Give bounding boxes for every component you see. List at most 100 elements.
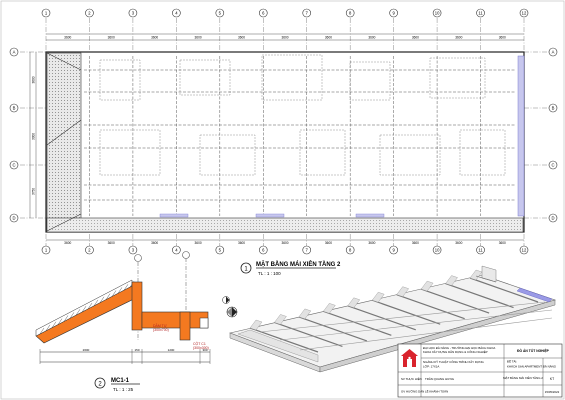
grid-bubble-label: 4	[175, 11, 178, 16]
roof-gutter-right	[517, 55, 525, 217]
building-outline	[45, 51, 525, 233]
grid-bubble-bottom	[172, 245, 181, 255]
roof-tile	[105, 293, 111, 300]
room-box	[179, 59, 231, 96]
iso-block	[445, 275, 458, 286]
grid-bubble-label: 1	[45, 248, 48, 253]
dim-text-side: 3750	[32, 188, 36, 195]
roof-tile	[111, 290, 117, 297]
iso-longitudinal-beam	[299, 317, 553, 351]
beam-highlight	[255, 213, 285, 218]
dim-text-bottom: 3600	[368, 241, 375, 245]
section-label: CỘT C1	[193, 341, 206, 346]
grid-bubble-label: 6	[262, 11, 265, 16]
grid-bubble-label: 8	[349, 248, 352, 253]
grid-bubble-top	[258, 8, 268, 18]
roof-tile	[93, 299, 99, 307]
room-box	[379, 134, 441, 176]
grid-bubble-bottom	[85, 245, 94, 255]
grid-bubble-top	[41, 8, 51, 18]
roof-tile	[99, 296, 105, 303]
grid-bubble-label: 11	[478, 11, 483, 16]
dim-text-side: 3600	[32, 76, 36, 83]
column-ridge	[131, 281, 143, 331]
sloped-slab	[35, 285, 141, 344]
grid-bubble-label: 11	[478, 248, 483, 253]
dim-text-bottom: 3600	[325, 241, 332, 245]
dim-text-top: 3600	[195, 36, 202, 40]
iso-block	[274, 314, 287, 325]
section-dim-text: 2600	[83, 348, 90, 352]
grid-bubble-right	[548, 160, 558, 170]
grid-bubble-bottom	[258, 245, 268, 255]
section-title-number: 2	[98, 382, 102, 388]
grid-bubble-bottom	[302, 245, 312, 255]
grid-bubble-bottom	[432, 245, 442, 255]
grid-bubble-label: A	[552, 50, 555, 55]
grid-bubble-label: 4	[175, 248, 178, 253]
grid-bubble-label: C	[551, 163, 554, 168]
room-box	[99, 129, 161, 176]
grid-bubble-label: 5	[219, 11, 222, 16]
section-dim-text: 300	[202, 348, 207, 352]
roof-tile	[117, 287, 123, 294]
dim-text-top: 3600	[368, 36, 375, 40]
dim-text-top: 3600	[151, 36, 158, 40]
grid-bubble-bottom	[345, 245, 355, 255]
north-arrow-icon	[222, 296, 230, 304]
iso-beam	[445, 282, 514, 309]
dim-text-bottom: 3600	[238, 241, 245, 245]
iso-beam	[298, 316, 368, 342]
grid-bubble-label: 1	[45, 11, 48, 16]
dim-text-top: 3600	[281, 36, 288, 40]
room-box	[261, 54, 323, 101]
grid-bubble-label: 3	[132, 11, 135, 16]
grid-bubble-bottom	[41, 245, 51, 255]
dim-text-bottom: 3600	[108, 241, 115, 245]
grid-bubble-right	[548, 103, 558, 113]
grid-bubble-label: 2	[88, 11, 91, 16]
beam-layout	[84, 54, 516, 218]
dim-text-top: 3600	[499, 36, 506, 40]
section-label: (300x700)	[153, 328, 169, 332]
grid-bubble-right	[548, 213, 558, 223]
grid-bubble-top	[476, 8, 485, 18]
dim-text-bottom: 3600	[281, 241, 288, 245]
room-box	[429, 57, 486, 99]
north-arrow-icon	[226, 306, 238, 318]
roof-tile	[81, 306, 87, 313]
iso-block	[249, 319, 263, 331]
grid-bubble-label: B	[13, 106, 16, 111]
dim-text-bottom: 3600	[64, 241, 71, 245]
dim-text-bottom: 3600	[499, 241, 506, 245]
iso-beam	[469, 277, 539, 303]
grid-bubble-bottom	[215, 245, 225, 255]
beam-highlight	[159, 213, 189, 218]
beam-notch	[199, 317, 209, 329]
grid-bubble-label: 12	[522, 11, 527, 16]
roof-tile	[45, 324, 51, 331]
grid-bubble-bottom	[519, 245, 529, 255]
grid-bubble-top	[302, 8, 312, 18]
hip-line	[46, 119, 82, 146]
section-dim-text: 1200	[168, 348, 175, 352]
iso-beam	[347, 305, 416, 331]
grid-bubble-label: 5	[219, 248, 222, 253]
grid-bubble-top	[389, 8, 398, 18]
grid-bubble-top	[519, 8, 529, 18]
iso-beam	[274, 321, 343, 348]
roof-3d-gutter	[516, 287, 553, 303]
grid-bubble-top	[215, 8, 225, 18]
grid-bubble-label: 9	[392, 11, 395, 16]
grid-bubble-left	[9, 213, 19, 223]
grid-bubble-bottom	[476, 245, 485, 255]
roof-tile	[57, 318, 63, 325]
beam-highlight	[355, 213, 385, 218]
grid-bubble-label: D	[551, 216, 554, 221]
grid-bubble-right	[548, 47, 558, 57]
grid-bubble-top	[128, 8, 138, 18]
